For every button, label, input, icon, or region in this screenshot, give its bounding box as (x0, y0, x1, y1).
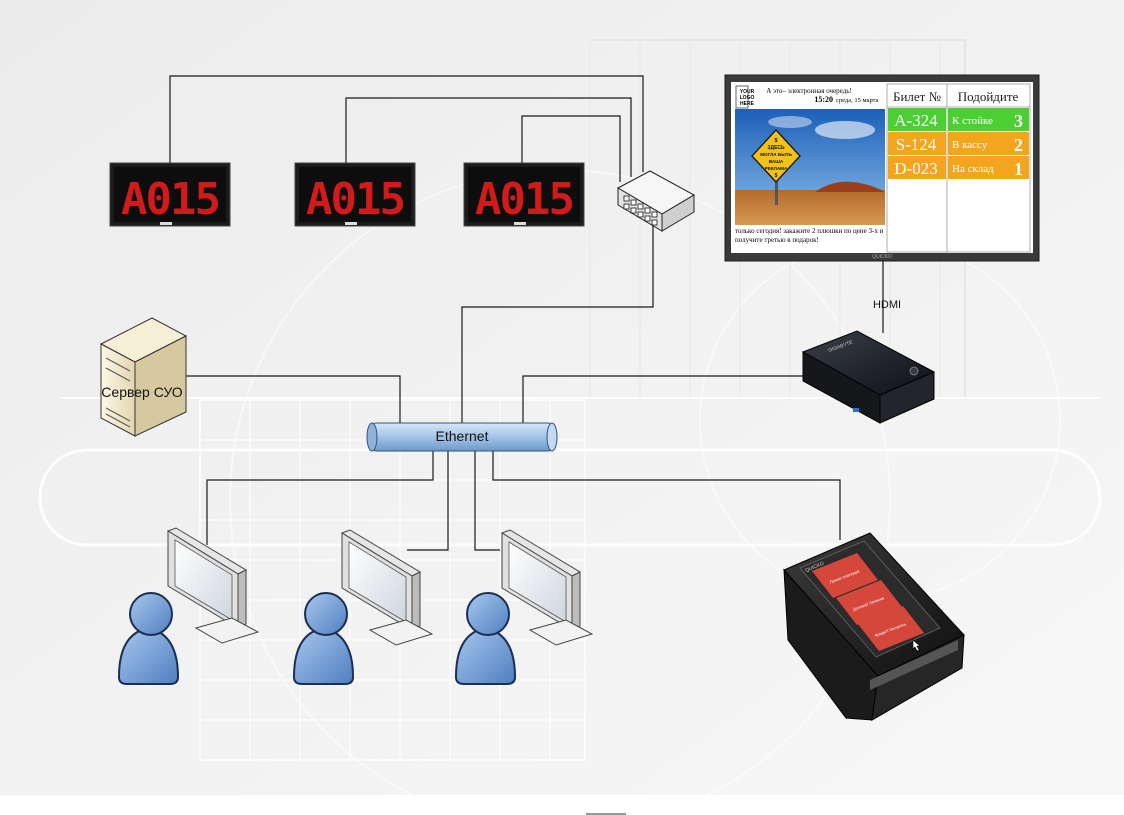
user-icon (292, 592, 355, 685)
user-icon (454, 592, 517, 685)
tv-queue-table: Билет № Подойдите A-324 К стойке 3 S-124… (886, 83, 1031, 253)
row-ticket: A-324 (894, 111, 938, 130)
sign-line-3: МОГЛА БЫТЬ (760, 152, 792, 157)
col-header-go: Подойдите (958, 89, 1019, 104)
led-display-2: A015 (294, 162, 416, 227)
ethernet-label: Ethernet (436, 428, 489, 444)
led-display-3: A015 (463, 162, 585, 227)
led-text-2: A015 (306, 174, 404, 225)
monitor-icon (166, 527, 260, 644)
tv-ticker-text: только сегодня! закажите 2 плюшки по цен… (735, 227, 884, 244)
network-switch-icon (616, 170, 696, 232)
logo-line-1: YOUR (740, 89, 755, 95)
kiosk-button-2 (836, 580, 902, 625)
row-num: 3 (1014, 111, 1023, 131)
col-header-ticket: Билет № (893, 89, 941, 104)
workstation-2 (292, 529, 434, 685)
ticket-kiosk-icon: Прием платежей Договор! Лечение Кредит! … (783, 532, 965, 721)
server-icon (99, 317, 188, 437)
tv-time: 15:20 (814, 95, 833, 104)
row-target: В кассу (952, 139, 988, 151)
ad-sign (750, 128, 802, 184)
logo-placeholder (735, 85, 749, 109)
led-text-1: A015 (121, 174, 219, 225)
workstation-1 (117, 527, 260, 685)
sign-line-1: $ (774, 138, 777, 144)
queue-row-3: D-023 На склад 1 (888, 156, 1029, 179)
tv-date: среда, 15 марта (836, 97, 879, 104)
row-num: 1 (1014, 159, 1023, 179)
connection-lines (169, 75, 884, 551)
hdmi-label: HDMI (873, 299, 901, 311)
row-num: 2 (1014, 135, 1023, 155)
monitor-icon (500, 529, 594, 646)
sign-line-6: $ (775, 173, 778, 179)
bottom-strip (0, 795, 1124, 815)
monitor-icon (340, 529, 434, 646)
logo-line-3: HERE (740, 101, 755, 107)
mini-pc-icon: GIGABYTE (801, 330, 936, 424)
server-label: Сервер СУО (101, 384, 182, 400)
row-ticket: S-124 (896, 135, 937, 154)
tv-display: QUICKO YOUR LOGO HERE А это– электронная… (724, 74, 1040, 262)
sign-line-2: ЗДЕСЬ (767, 145, 785, 151)
user-icon (117, 592, 180, 685)
sign-line-4: ВАША (769, 159, 784, 164)
kiosk-button-1 (812, 553, 878, 598)
ethernet-bus: Ethernet (366, 422, 558, 452)
sign-line-5: РЕКЛАМА (765, 166, 788, 171)
workstation-3 (454, 529, 594, 685)
row-target: К стойке (952, 115, 993, 127)
tv-header-line: А это– электронная очередь! (766, 87, 852, 95)
hand-cursor-icon (912, 639, 921, 652)
logo-line-2: LOGO (740, 95, 755, 101)
led-text-3: A015 (475, 174, 573, 225)
tv-ad-panel: YOUR LOGO HERE А это– электронная очеред… (735, 85, 885, 244)
queue-row-2: S-124 В кассу 2 (888, 132, 1029, 155)
led-display-1: A015 (109, 162, 231, 227)
tv-brand: QUICKO (872, 254, 892, 260)
kiosk-button-3 (858, 606, 924, 651)
row-target: На склад (952, 163, 994, 175)
tv-ticker: только сегодня! закажите 2 плюшки по цен… (735, 227, 884, 244)
ad-image-desert (735, 190, 885, 225)
queue-row-1: A-324 К стойке 3 (888, 108, 1029, 131)
row-ticket: D-023 (894, 159, 937, 178)
